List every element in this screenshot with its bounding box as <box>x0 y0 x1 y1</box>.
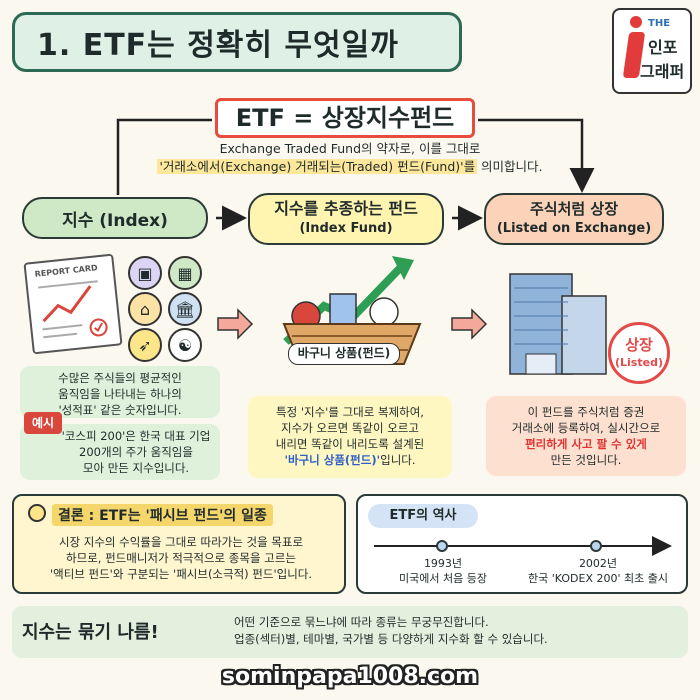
brand-logo: THE 인포 그래퍼 <box>612 8 692 94</box>
index-desc-box: 수많은 주식들의 평균적인 움직임을 나타내는 하나의 '성적표' 같은 숫자입… <box>20 366 220 418</box>
timeline-line <box>374 536 672 556</box>
page-title-text: 1. ETF는 정확히 무엇일까 <box>37 28 399 63</box>
timeline-event-1993: 1993년 미국에서 처음 등장 <box>378 556 508 586</box>
conclusion-l3: '액티브 펀드'와 구분되는 '패시브(소극적) 펀드'입니다. <box>49 567 313 581</box>
conclusion-l2: 하므로, 펀드매니저가 적극적으로 종목을 고르는 <box>66 551 296 565</box>
timeline-dot-2002 <box>590 540 602 552</box>
example-badge: 예시 <box>24 412 62 434</box>
index-desc-l2: 움직임을 나타내는 하나의 <box>58 387 182 401</box>
timeline-event-2002: 2002년 한국 'KODEX 200' 최초 출시 <box>518 556 678 586</box>
arrow-index-up <box>116 118 212 195</box>
index-desc-l3: '성적표' 같은 숫자입니다. <box>58 403 182 417</box>
conclusion-box: 결론 : ETF는 '패시브 펀드'의 일종 시장 지수의 수익률을 그대로 따… <box>12 494 346 594</box>
etf-heading: ETF = 상장지수펀드 <box>215 98 475 138</box>
pill-fund-sublabel: (Index Fund) <box>299 221 393 236</box>
stamp-ko: 상장 <box>625 336 653 354</box>
conclusion-l1: 시장 지수의 수익률을 그대로 따라가는 것을 목표로 <box>58 535 304 549</box>
listed-desc-l1: 이 펀드를 주식처럼 증권 <box>527 405 645 419</box>
history-heading: ETF의 역사 <box>368 504 478 528</box>
cpu-icon: ▦ <box>168 256 202 290</box>
logo-the: THE <box>648 18 671 29</box>
pill-index-fund: 지수를 추종하는 펀드 (Index Fund) <box>248 193 444 245</box>
conclusion-heading: 결론 : ETF는 '패시브 펀드'의 일종 <box>52 504 273 526</box>
page-title: 1. ETF는 정확히 무엇일까 <box>12 12 462 72</box>
timeline-dot-1993 <box>436 540 448 552</box>
rocket-icon: ➶ <box>128 328 162 362</box>
footer-body: 어떤 기준으로 묶느냐에 따라 종류는 무궁무진합니다. 업종(섹터)별, 테마… <box>234 614 548 648</box>
fund-desc-box: 특정 '지수'를 그대로 복제하여, 지수가 오르면 똑같이 오르고 내리면 똑… <box>248 396 452 478</box>
history-box: ETF의 역사 1993년 미국에서 처음 등장 2002년 한국 'KODEX… <box>356 494 688 594</box>
arrow-listed-down <box>478 118 595 193</box>
footer-heading: 지수는 묶기 나름! <box>22 622 159 643</box>
bank-icon: 🏛 <box>168 292 202 326</box>
etf-description: Exchange Traded Fund의 약자로, 이를 그대로 '거래소에서… <box>120 140 580 176</box>
listed-desc-red: 편리하게 사고 팔 수 있게 <box>525 437 647 451</box>
event-1993-text: 미국에서 처음 등장 <box>399 572 487 585</box>
listed-desc-l4: 만든 것입니다. <box>550 453 622 467</box>
index-desc-l1: 수많은 주식들의 평균적인 <box>58 371 182 385</box>
listed-desc-box: 이 펀드를 주식처럼 증권 거래소에 등록하여, 실시간으로 편리하게 사고 팔… <box>486 396 686 476</box>
pill-index: 지수 (Index) <box>22 197 208 239</box>
fund-desc-rest: 입니다. <box>380 453 416 467</box>
example-desc-l2: 200개의 주가 움직임을 <box>79 445 193 459</box>
etf-desc-line2: '거래소에서(Exchange) 거래되는(Traded) 펀드(Fund)'를… <box>120 158 580 176</box>
etf-desc-highlight: '거래소에서(Exchange) 거래되는(Traded) 펀드(Fund)'를 <box>157 159 478 174</box>
example-desc-l1: '코스피 200'은 한국 대표 기업 <box>61 429 211 443</box>
lightbulb-icon <box>28 504 46 522</box>
etf-desc-line1: Exchange Traded Fund의 약자로, 이를 그대로 <box>219 141 481 156</box>
block-arrow-1 <box>217 308 254 340</box>
fund-desc-l1: 특정 '지수'를 그대로 복제하여, <box>276 405 424 419</box>
chip-icon: ▣ <box>128 256 162 290</box>
fund-desc-l2: 지수가 오르면 똑같이 오르고 <box>281 421 419 435</box>
basket-label: 바구니 상품(펀드) <box>288 343 400 365</box>
report-card-icon: REPORT CARD <box>23 253 123 355</box>
footer-l2: 업종(섹터)별, 테마별, 국가별 등 다양하게 지수화 할 수 있습니다. <box>234 632 548 646</box>
event-1993-year: 1993년 <box>423 557 463 570</box>
korea-flag-icon: ☯ <box>168 328 202 362</box>
stamp-en: (Listed) <box>615 356 663 369</box>
pill-index-label: 지수 (Index) <box>62 210 168 231</box>
site-url: sominpapa1008.com <box>221 664 479 689</box>
event-2002-text: 한국 'KODEX 200' 최초 출시 <box>528 572 668 585</box>
listed-stamp: 상장 (Listed) <box>608 322 670 384</box>
event-2002-year: 2002년 <box>578 557 618 570</box>
footer-l1: 어떤 기준으로 묶느냐에 따라 종류는 무궁무진합니다. <box>234 615 489 629</box>
factory-icon: ⌂ <box>128 292 162 326</box>
fund-desc-l4: '바구니 상품(펀드)'입니다. <box>256 452 444 468</box>
fund-desc-blue: '바구니 상품(펀드)' <box>284 453 381 467</box>
example-desc-box: '코스피 200'은 한국 대표 기업 200개의 주가 움직임을 모아 만든 … <box>20 424 220 480</box>
conclusion-body: 시장 지수의 수익률을 그대로 따라가는 것을 목표로 하므로, 펀드매니저가 … <box>28 534 334 582</box>
report-chart-icon <box>37 280 108 339</box>
fund-desc-l3: 내리면 똑같이 내리도록 설계된 <box>275 437 425 451</box>
logo-line1: 인포 <box>648 38 678 57</box>
pill-fund-label: 지수를 추종하는 펀드 <box>274 199 418 218</box>
footer-box: 지수는 묶기 나름! 어떤 기준으로 묶느냐에 따라 종류는 무궁무진합니다. … <box>12 606 688 658</box>
pill-listed-sublabel: (Listed on Exchange) <box>496 221 652 236</box>
pill-listed: 주식처럼 상장 (Listed on Exchange) <box>484 193 664 245</box>
logo-line2: 그래퍼 <box>640 62 685 81</box>
building-icon <box>509 273 607 375</box>
block-arrow-2 <box>451 308 488 340</box>
etf-desc-rest: 의미합니다. <box>477 159 543 174</box>
pill-listed-label: 주식처럼 상장 <box>529 200 619 218</box>
logo-dot-icon <box>630 16 642 28</box>
example-desc-l3: 모아 만든 지수입니다. <box>82 461 190 475</box>
listed-desc-l2: 거래소에 등록하여, 실시간으로 <box>511 421 661 435</box>
